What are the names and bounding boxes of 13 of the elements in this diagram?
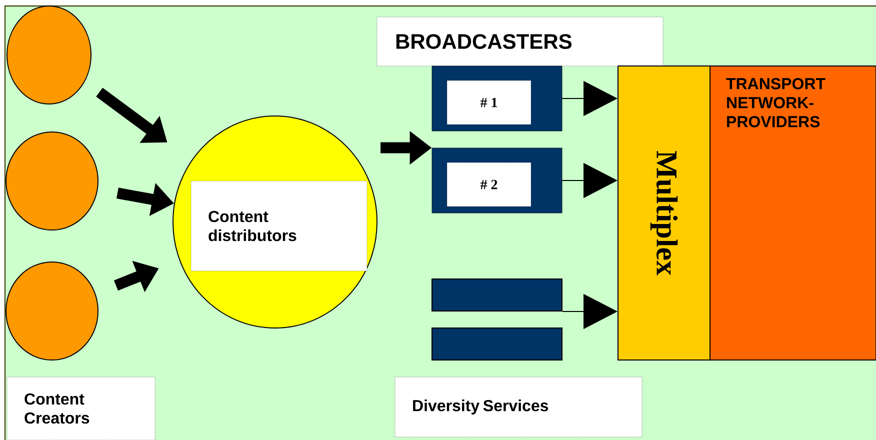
- heading-box: BROADCASTERS: [376, 16, 664, 66]
- circle: [6, 132, 98, 230]
- multiplex-box: Multiplex: [618, 66, 710, 360]
- service-bar: [432, 278, 562, 312]
- circle: [6, 262, 98, 360]
- text-box: Content Creators: [6, 376, 156, 440]
- broadcaster-box: # 1: [432, 66, 562, 132]
- circle: [6, 6, 92, 104]
- provider-box: TRANSPORT NETWORK-PROVIDERS: [710, 66, 876, 360]
- broadcaster-box: # 2: [432, 148, 562, 214]
- text-box: Diversity Services: [394, 376, 642, 438]
- service-bar: [432, 328, 562, 360]
- text-box: Content distributors: [190, 180, 368, 272]
